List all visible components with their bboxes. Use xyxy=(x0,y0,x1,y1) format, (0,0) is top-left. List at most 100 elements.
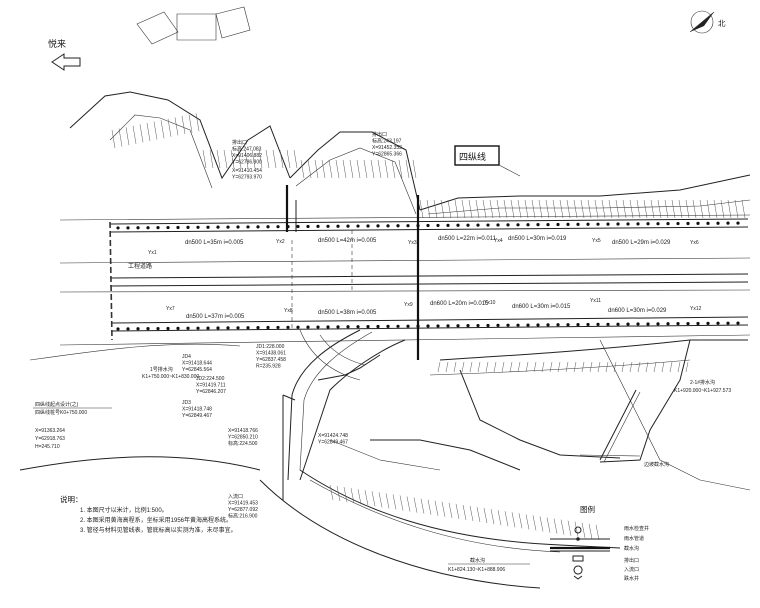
legend-drop-icon xyxy=(573,575,583,580)
hatch-line xyxy=(645,361,649,373)
direction-label: 悦来 xyxy=(48,38,66,49)
hatch-line xyxy=(622,199,627,219)
coordinate-text: JD4 xyxy=(182,354,191,360)
hatch-line xyxy=(251,149,256,169)
title-box-text: 四纵线 xyxy=(459,151,486,162)
pipe-dot xyxy=(736,321,740,325)
pipe-dot xyxy=(606,322,610,326)
pipe-dot xyxy=(526,223,530,227)
coordinate-text: 入流口 xyxy=(228,493,243,500)
coordinate-text: 排出口 xyxy=(232,139,247,146)
range-note-line: K1+750.000~K1+830.000 xyxy=(142,374,199,380)
hatch-line xyxy=(413,497,418,513)
hatch-line xyxy=(364,490,369,506)
hatch-line xyxy=(552,199,557,219)
hatch-line xyxy=(286,149,291,169)
legend-item-label: 截水沟 xyxy=(624,545,639,552)
slope-lower xyxy=(19,339,751,589)
hatch-line xyxy=(475,199,480,219)
pipe-dot xyxy=(196,225,200,229)
hatch-line xyxy=(181,115,186,135)
hatch-line xyxy=(493,361,497,373)
hatch-line xyxy=(692,199,697,219)
pipe-dot xyxy=(356,325,360,329)
pipe-dot xyxy=(156,326,160,331)
pipe-label-top-2: dn500 L=42m i=0.005 xyxy=(318,238,377,244)
hatch-line xyxy=(265,149,270,169)
hatch-line xyxy=(371,491,376,507)
bottom-label-line: 截水沟 xyxy=(470,557,485,564)
hatch-line xyxy=(581,361,585,373)
coordinate-text: Y=62849.467 xyxy=(318,440,348,446)
hatch-line xyxy=(216,149,221,169)
pipe-dot xyxy=(626,222,630,226)
coordinate-text: 标高:216.900 xyxy=(228,513,258,520)
hatch-line xyxy=(461,199,466,219)
hatch-line xyxy=(525,514,530,530)
pipe-dot xyxy=(676,322,680,326)
hatch-line xyxy=(637,361,641,373)
pipe-dot xyxy=(556,323,560,327)
hatch-line xyxy=(448,502,453,518)
coordinate-text: X=91438.061 xyxy=(256,351,286,357)
pipe-dot xyxy=(296,224,300,229)
coordinate-text: Y=62786.800 xyxy=(232,160,262,166)
hatch-line xyxy=(307,159,312,179)
hatch-line xyxy=(595,524,600,540)
pipe-label-mid-1: dn500 L=37m i=0.005 xyxy=(186,314,245,320)
pipe-dot xyxy=(466,324,470,328)
pipe-dot xyxy=(176,326,180,330)
pipe-dot xyxy=(136,327,140,331)
hatch-line xyxy=(565,361,569,373)
hatch-line xyxy=(476,507,481,523)
hatch-line xyxy=(489,199,494,219)
hatch-line xyxy=(441,501,446,517)
notes-line-1: 1. 本图尺寸以米计，比例1:500。 xyxy=(80,506,168,514)
pipe-dot xyxy=(186,326,190,330)
hatch-line xyxy=(342,159,347,179)
pipe-dot xyxy=(346,224,350,228)
direction-arrow-icon xyxy=(51,53,81,71)
hatch-line xyxy=(223,149,228,169)
hatch-line xyxy=(202,149,207,169)
pipe-dot xyxy=(116,226,120,230)
pipe-dot xyxy=(556,222,560,227)
pipe-dot xyxy=(386,224,390,228)
pipe-dot xyxy=(316,325,320,329)
well-label: Yx3 xyxy=(408,240,417,246)
pipe-dot xyxy=(396,324,400,328)
pipe-dot xyxy=(546,323,550,327)
hatch-line xyxy=(384,159,389,179)
pipe-dot xyxy=(586,322,590,327)
hatch-line xyxy=(685,361,689,373)
hatch-line xyxy=(314,159,319,179)
pipe-dot xyxy=(276,325,280,330)
pipe-dot xyxy=(496,223,500,227)
legend-item-label: 跌水井 xyxy=(624,575,639,582)
pipe-dot xyxy=(336,325,340,329)
hatch-line xyxy=(511,512,516,528)
hatch-line xyxy=(195,113,200,132)
pipe-dot xyxy=(336,224,340,228)
hatch-line xyxy=(406,496,411,512)
well-label: Yx10 xyxy=(484,300,496,306)
range-note-line: 1号排水沟 xyxy=(150,366,173,373)
hatch-line xyxy=(335,159,340,179)
hatch-line xyxy=(440,199,445,219)
hatch-line xyxy=(557,361,561,373)
hatch-line xyxy=(454,199,459,219)
pipe-dot xyxy=(206,225,210,229)
hatch-line xyxy=(545,199,550,219)
pipe-corridor-middle xyxy=(109,273,749,287)
pipe-dot xyxy=(486,323,490,328)
pipe-dot xyxy=(436,324,440,328)
pipe-dot xyxy=(376,224,380,228)
pipe-dot xyxy=(566,222,570,227)
hatch-line xyxy=(517,361,521,373)
hatch-line xyxy=(553,518,558,534)
coordinate-text: Y=62837.458 xyxy=(256,357,286,363)
coordinate-text: X=91418.644 xyxy=(182,361,212,367)
pipe-dot xyxy=(536,323,540,327)
pipe-dot xyxy=(216,225,220,229)
